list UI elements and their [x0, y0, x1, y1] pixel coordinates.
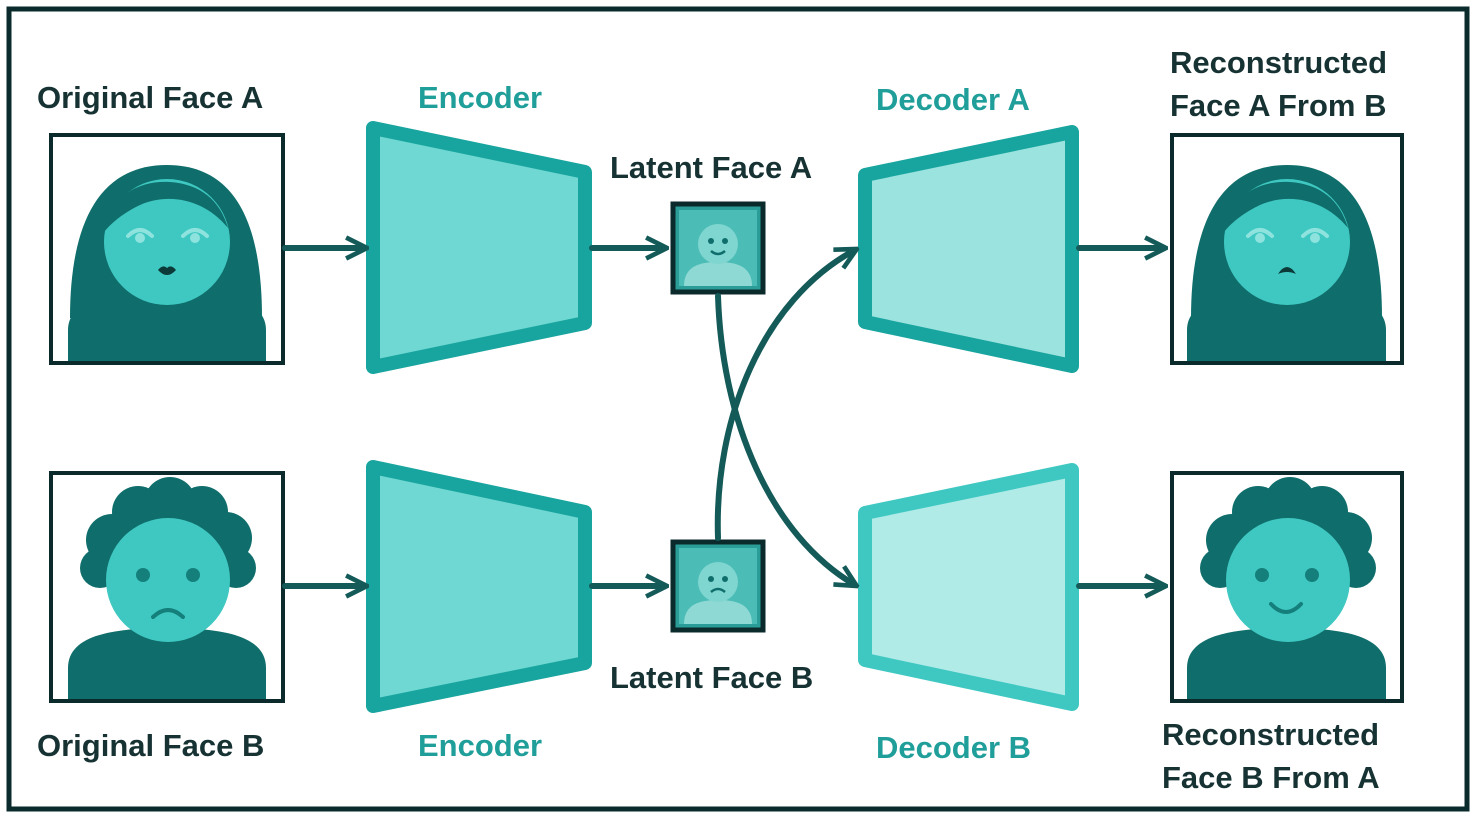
- label-latent-face-b: Latent Face B: [610, 660, 813, 695]
- original-face-a-image: [49, 133, 285, 365]
- reconstructed-face-a-image: [1170, 133, 1404, 365]
- label-latent-face-a: Latent Face A: [610, 150, 812, 185]
- label-reconstructed-a-line2: Face A From B: [1170, 88, 1386, 123]
- latent-face-b-image: [670, 539, 766, 633]
- label-original-face-a: Original Face A: [37, 80, 263, 115]
- encoder-bottom-block: [366, 460, 592, 713]
- arrow-latent-b-to-decoder-a: [714, 250, 855, 541]
- encoder-top-block: [366, 121, 592, 374]
- label-reconstructed-b-line2: Face B From A: [1162, 760, 1380, 795]
- label-decoder-a: Decoder A: [876, 82, 1030, 117]
- label-reconstructed-b-line1: Reconstructed: [1162, 717, 1379, 752]
- latent-face-a-image: [670, 201, 766, 295]
- reconstructed-face-b-image: [1170, 471, 1404, 703]
- label-reconstructed-a-line1: Reconstructed: [1170, 45, 1387, 80]
- label-encoder-bottom: Encoder: [418, 728, 542, 763]
- original-face-b-image: [49, 471, 285, 703]
- arrow-latent-a-to-decoder-b: [715, 293, 855, 585]
- label-original-face-b: Original Face B: [37, 728, 264, 763]
- decoder-b-block: [858, 463, 1079, 711]
- label-encoder-top: Encoder: [418, 80, 542, 115]
- decoder-a-block: [858, 125, 1079, 373]
- label-decoder-b: Decoder B: [876, 730, 1031, 765]
